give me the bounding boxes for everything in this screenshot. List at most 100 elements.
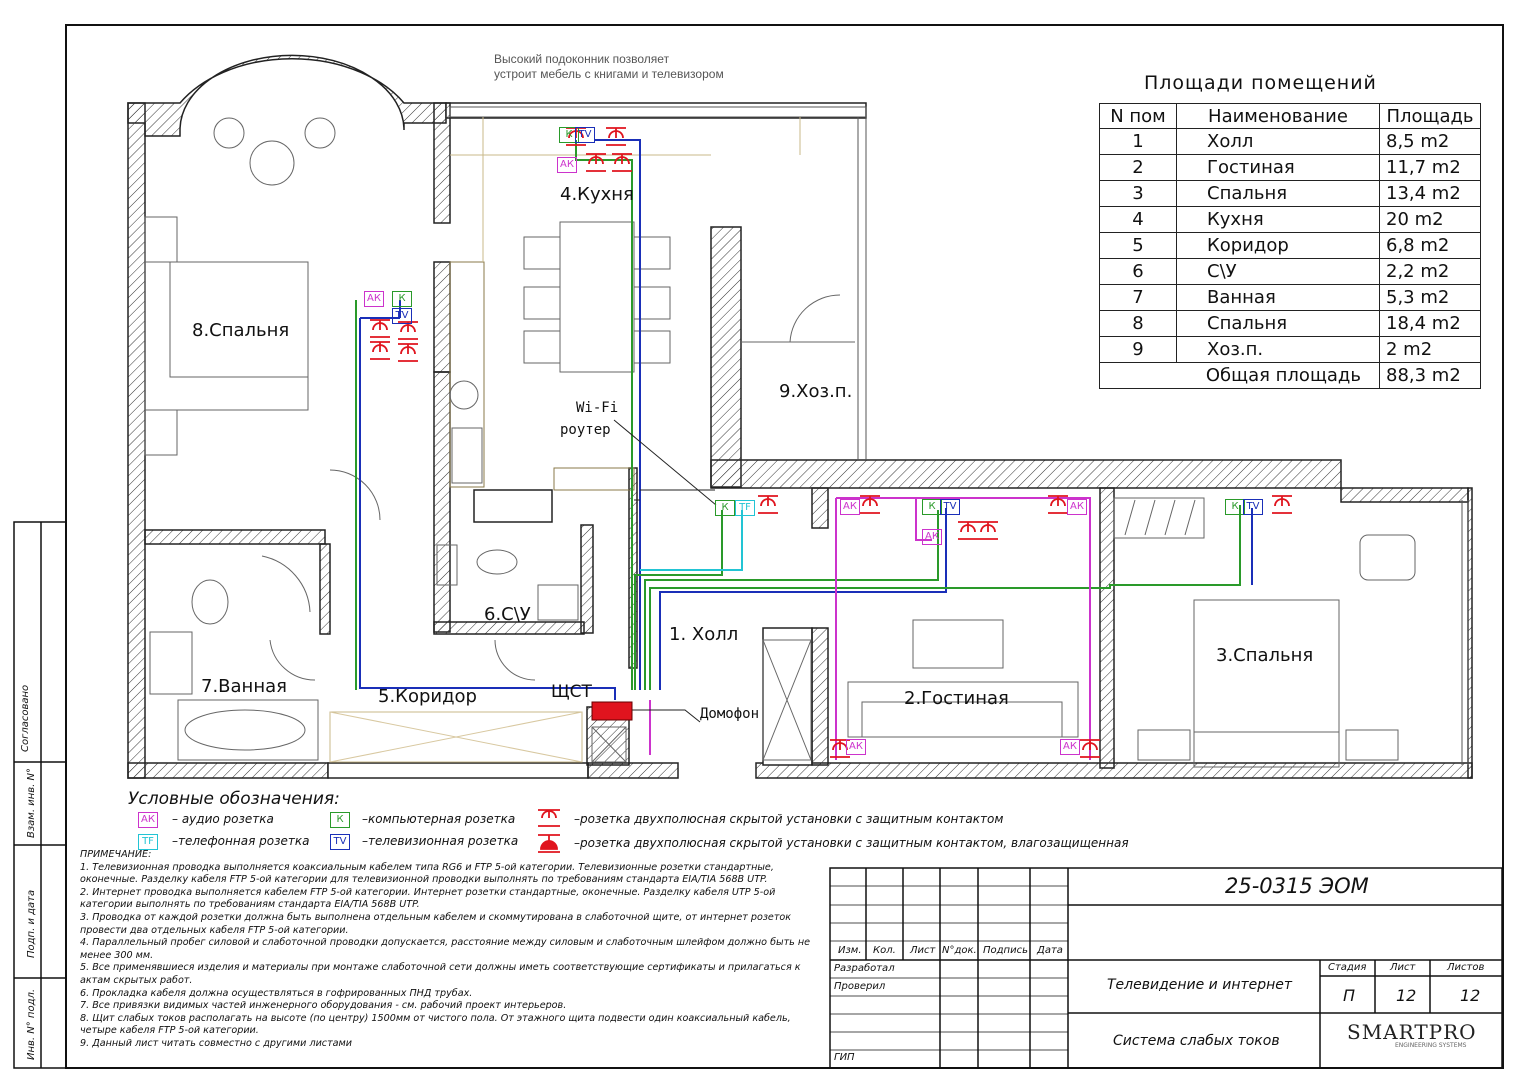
outlet-living-4 [1048,495,1068,514]
company-logo: SMARTPRO [1347,1020,1477,1044]
socket-tf-hall: ТF [735,500,755,516]
tb-stage: П [1343,986,1356,1005]
tb-sheets: 12 [1460,986,1481,1005]
cell: 18,4 m2 [1379,310,1481,337]
tb-gip: ГИП [834,1052,855,1063]
legend-audio: – аудио розетка [172,812,274,826]
total-label: Общая площадь [1099,362,1380,389]
cell: 13,4 m2 [1379,180,1481,207]
note-line: 1. Телевизионная проводка выполняется ко… [80,861,774,873]
outlet-kitchen-1 [566,127,586,146]
area-table-title: Площади помещений [1144,72,1377,94]
outlet-bed8-2 [370,341,390,360]
room-corridor-label: 5.Коридор [378,686,477,707]
cell: Холл [1176,128,1380,155]
room-wc-label: 6.С\У [484,604,531,625]
legend-outlet-wet-icon [538,834,560,853]
room-bedroom3-label: 3.Спальня [1216,645,1314,666]
legend-ak-icon: АК [138,812,158,828]
note-line: менее 300 мм. [80,949,154,961]
notes-heading: ПРИМЕЧАНИЕ: [80,849,152,860]
area-col-number: N пом [1099,103,1177,129]
tb-col-date: Дата [1037,945,1063,956]
note-line: провести два отдельных кабеля FTP 5-ой к… [80,924,349,936]
cell: 4 [1099,206,1177,233]
socket-tv-kitchen: ТV [575,127,595,143]
socket-tv-living: ТV [940,499,960,515]
note-line: 8. Щит слабых токов располагать на высот… [80,1012,791,1024]
cell: 5,3 m2 [1379,284,1481,311]
tb-sheet-label: Лист [1390,962,1416,973]
socket-k-kitchen: К [559,127,579,143]
legend-tv-icon: ТV [330,834,350,850]
room-living-label: 2.Гостиная [904,688,1009,709]
title-block-grid [829,867,1503,1069]
tb-col-izm: Изм. [838,945,862,956]
note-line: 4. Параллельный пробег силовой и слабото… [80,937,811,949]
cell: 9 [1099,336,1177,363]
note-line: 3. Проводка от каждой розетки должна быт… [80,911,792,923]
cell: 5 [1099,232,1177,259]
socket-ak-living-4: АК [846,739,866,755]
tb-developed: Разработал [834,963,895,974]
legend-outlet-wet: –розетка двухполюсная скрытой установки … [574,836,1129,850]
outlet-kitchen-2 [606,127,626,146]
outlet-bed8-4 [398,343,418,362]
cell: 8,5 m2 [1379,128,1481,155]
tb-sheets-label: Листов [1447,962,1485,973]
low-current-panel [591,701,633,721]
room-bath-label: 7.Ванная [201,676,287,697]
socket-ak-living-1: АК [840,499,860,515]
room-bedroom8-label: 8.Спальня [192,320,290,341]
area-table-header: N пом Наименование Площадь [1099,103,1481,129]
cell: 7 [1099,284,1177,311]
socket-tv-bed3: ТV [1243,499,1263,515]
cell: Спальня [1176,180,1380,207]
stamp-inv-orig: Инв. N° подл. [26,988,37,1060]
cell: Ванная [1176,284,1380,311]
cell: 11,7 m2 [1379,154,1481,181]
note-line: категории выполнять по требованиям станд… [80,899,420,911]
outlet-bed8-1 [370,319,390,338]
doc-code: 25-0315 ЭОМ [1225,874,1369,898]
furniture [144,117,1416,768]
stamp-agreed: Согласовано [20,684,31,752]
tb-col-sign: Подпись [983,945,1028,956]
window-note-line1: Высокий подоконник позволяет [494,52,670,66]
outlet-living-5 [830,739,850,758]
tb-stage-label: Стадия [1328,962,1367,973]
cell: Хоз.п. [1176,336,1380,363]
window-note-line2: устроит мебель с книгами и телевизором [494,67,724,81]
legend-phone: –телефонная розетка [172,834,310,848]
intercom-label: Домофон [700,706,760,722]
walls [127,54,1473,779]
cell: Гостиная [1176,154,1380,181]
socket-ak-living-5: АК [1060,739,1080,755]
note-line: четыре кабеля FTP 5-ой категории. [80,1025,259,1037]
legend-k-icon: К [330,812,350,828]
wifi-router-label-1: Wi-Fi [576,400,619,416]
cell: 8 [1099,310,1177,337]
outlet-kitchen-3 [586,153,606,172]
sheet-title: Телевидение и интернет [1107,977,1293,993]
note-line: актам скрытых работ. [80,974,193,986]
cell: Спальня [1176,310,1380,337]
room-kitchen-label: 4.Кухня [560,184,634,205]
stamp-inv-replace: Взам. инв. N° [26,768,37,838]
note-line: 6. Прокладка кабеля должна осуществлятьс… [80,987,473,999]
socket-k-bed3: К [1225,499,1245,515]
cell: Кухня [1176,206,1380,233]
side-stamp-grid [13,521,67,1069]
legend-tv: –телевизионная розетка [362,834,519,848]
cell: 1 [1099,128,1177,155]
cell: С\У [1176,258,1380,285]
